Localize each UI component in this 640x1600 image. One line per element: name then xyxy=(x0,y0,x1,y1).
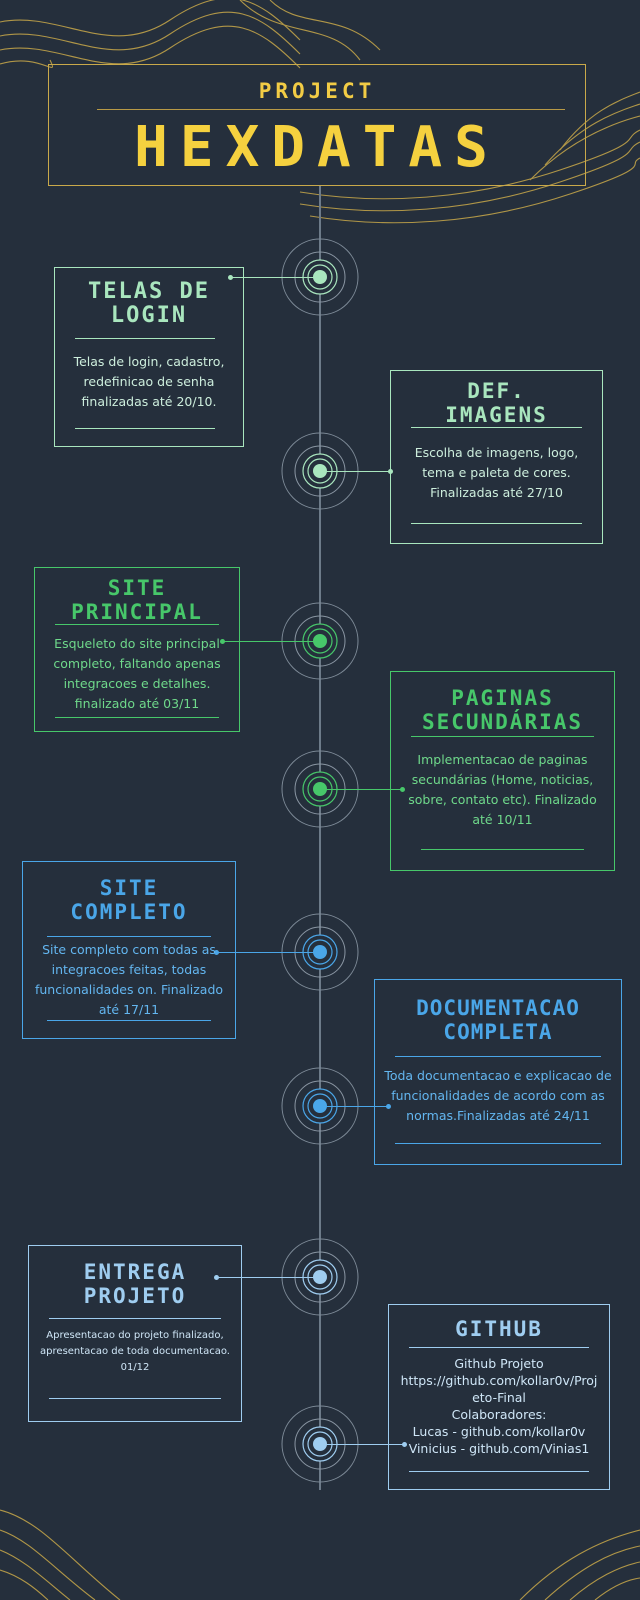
connector-endpoint xyxy=(220,639,225,644)
card-divider xyxy=(55,717,219,718)
milestone-title-line1: TELAS DE xyxy=(88,279,210,304)
header-subtitle: PROJECT xyxy=(258,79,376,103)
github-project-url[interactable]: https://github.com/kollar0v/Proj xyxy=(400,1373,598,1388)
milestone-card-site-completo: SITE COMPLETO Site completo com todas as… xyxy=(22,861,236,1039)
header-title: HEXDATAS xyxy=(134,115,500,180)
timeline-connector xyxy=(222,641,320,642)
connector-endpoint xyxy=(400,787,405,792)
milestone-title-line2: LOGIN xyxy=(110,303,188,328)
card-divider xyxy=(411,523,582,524)
timeline-node xyxy=(278,1235,362,1319)
card-divider xyxy=(411,427,582,428)
github-project-url-cont[interactable]: eto-Final xyxy=(472,1390,526,1405)
card-divider xyxy=(47,1020,211,1021)
connector-endpoint xyxy=(386,1104,391,1109)
card-divider xyxy=(75,338,215,339)
milestone-description: Telas de login, cadastro, redefinicao de… xyxy=(73,354,225,409)
milestone-title-line2: COMPLETA xyxy=(443,1020,553,1044)
timeline-connector xyxy=(216,952,320,953)
milestone-title-line1: DEF. xyxy=(467,379,526,403)
card-divider xyxy=(395,1056,601,1057)
header-divider xyxy=(97,109,565,110)
milestone-description: Apresentacao do projeto finalizado, apre… xyxy=(40,1330,230,1373)
milestone-card-paginas-secundarias: PAGINAS SECUNDÁRIAS Implementacao de pag… xyxy=(390,671,615,871)
milestone-title-line2: SECUNDÁRIAS xyxy=(421,710,584,734)
milestone-description: Escolha de imagens, logo, tema e paleta … xyxy=(414,445,579,500)
milestone-description: Esqueleto do site principal completo, fa… xyxy=(53,636,221,711)
milestone-title-line2: COMPLETO xyxy=(70,900,188,924)
header-title-box: PROJECT HEXDATAS xyxy=(48,64,586,186)
card-divider xyxy=(421,849,584,850)
timeline-connector xyxy=(216,1277,320,1278)
timeline-connector xyxy=(320,789,402,790)
milestone-description: Toda documentacao e explicacao de funcio… xyxy=(384,1068,612,1123)
milestone-card-imagens: DEF. IMAGENS Escolha de imagens, logo, t… xyxy=(390,370,603,544)
milestone-title-line2: PRINCIPAL xyxy=(71,600,203,624)
card-divider xyxy=(49,1318,221,1319)
milestone-title-line1: PAGINAS xyxy=(451,686,554,710)
connector-endpoint xyxy=(228,275,233,280)
timeline-connector xyxy=(230,277,320,278)
milestone-description: Implementacao de paginas secundárias (Ho… xyxy=(408,752,597,827)
connector-endpoint xyxy=(214,950,219,955)
github-details: Github Projeto https://github.com/kollar… xyxy=(395,1355,603,1457)
milestone-title-line2: IMAGENS xyxy=(445,403,548,427)
connector-endpoint xyxy=(214,1275,219,1280)
milestone-description: Site completo com todas as integracoes f… xyxy=(34,942,224,1017)
github-project-label: Github Projeto xyxy=(454,1356,544,1371)
milestone-title-line2: PROJETO xyxy=(83,1284,187,1308)
card-divider xyxy=(75,428,215,429)
milestone-card-github: GITHUB Github Projeto https://github.com… xyxy=(388,1304,610,1490)
milestone-title-line1: SITE xyxy=(99,876,159,900)
timeline-connector xyxy=(320,1106,388,1107)
card-divider xyxy=(55,624,219,625)
github-collaborator-lucas[interactable]: Lucas - github.com/kollar0v xyxy=(412,1424,586,1439)
milestone-card-documentacao: DOCUMENTACAO COMPLETA Toda documentacao … xyxy=(374,979,622,1165)
milestone-card-login: TELAS DE LOGIN Telas de login, cadastro,… xyxy=(54,267,244,447)
milestone-title-line1: DOCUMENTACAO xyxy=(416,996,580,1020)
card-divider xyxy=(49,1398,221,1399)
milestone-title-line1: ENTREGA xyxy=(83,1260,187,1284)
timeline-connector xyxy=(320,1444,404,1445)
github-collaborators-label: Colaboradores: xyxy=(451,1407,547,1422)
card-divider xyxy=(409,1347,589,1348)
card-divider xyxy=(47,936,211,937)
timeline-spine xyxy=(319,186,321,1490)
timeline-connector xyxy=(320,471,390,472)
milestone-title-line1: SITE xyxy=(107,576,167,600)
milestone-card-entrega: ENTREGA PROJETO Apresentacao do projeto … xyxy=(28,1245,242,1422)
connector-endpoint xyxy=(402,1442,407,1447)
milestone-card-site-principal: SITE PRINCIPAL Esqueleto do site princip… xyxy=(34,567,240,732)
card-divider xyxy=(411,736,594,737)
milestone-title-line1: GITHUB xyxy=(455,1317,543,1341)
card-divider xyxy=(395,1143,601,1144)
github-collaborator-vinicius[interactable]: Vinicius - github.com/Vinias1 xyxy=(408,1441,590,1456)
card-divider xyxy=(409,1471,589,1472)
